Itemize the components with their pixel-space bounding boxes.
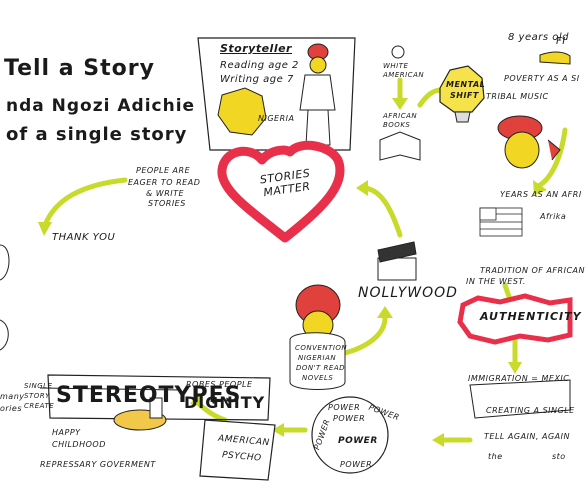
stereotypes-frame [47, 374, 271, 421]
storyteller-reading: Reading age 2 [220, 60, 299, 71]
convention-line-3: don't read [296, 364, 346, 372]
arrow-top-to-years [537, 127, 568, 188]
arrow-heart-to-thankyou [42, 177, 128, 228]
ories-text: ories [0, 404, 22, 413]
nigeria-map-icon [217, 87, 267, 136]
white-american-line-2: American [383, 71, 425, 79]
tell-again-line-3: sto [552, 452, 566, 461]
african-books-line-2: Books [383, 121, 411, 129]
many-text: many [0, 392, 25, 401]
heart-shape [217, 140, 345, 243]
power-word-6: Power [340, 460, 373, 469]
create-text: Create [24, 402, 55, 410]
psycho-book-icon [199, 419, 276, 481]
woman-face-icon [497, 115, 561, 169]
eager-line-2: eager to read [128, 178, 201, 187]
happy-text: Happy [52, 428, 81, 437]
eager-line-1: People are [136, 166, 191, 175]
right-top-object [539, 51, 571, 65]
repressary-text: Repressary goverment [40, 460, 156, 469]
authenticity-label: Authenticity [480, 310, 582, 323]
storyteller-figure-icon [299, 43, 336, 146]
creating-box [469, 379, 571, 419]
poverty-text: Poverty as a Si [504, 74, 580, 83]
convention-line-4: novels [302, 374, 334, 382]
storyteller-country: Nigeria [258, 114, 295, 123]
clapperboard-icon [377, 241, 417, 281]
fi-text: Fi [556, 36, 566, 47]
title-line-2: nda Ngozi Adichie [6, 96, 196, 116]
power-word-2: Power [333, 414, 366, 423]
power-word-5: Power [338, 436, 378, 446]
apple-icon [391, 45, 405, 59]
stereotypes-label: Stereotypes [56, 383, 242, 408]
tell-again-line-2: the [488, 452, 503, 461]
convention-line-1: Convention [295, 344, 348, 352]
left-figure-partial [0, 244, 10, 281]
eager-line-3: & write [146, 189, 185, 198]
tribal-text: Tribal music [486, 92, 549, 101]
arrow-nollywood-to-heart [362, 185, 403, 238]
jar-icon [149, 397, 163, 419]
creating-text: Creating a single [486, 406, 575, 415]
title-line-1: Tell a Story [4, 56, 155, 81]
doodle-canvas [0, 37, 573, 481]
years-as-an-text: Years as an Afri [500, 190, 582, 199]
mental-shift-bulb [439, 65, 485, 113]
convention-figure-icon [295, 284, 341, 340]
thank-you-text: Thank you [52, 232, 116, 243]
convention-line-2: Nigerian [298, 354, 337, 362]
nollywood-label: Nollywood [358, 285, 458, 301]
tell-again-line-1: Tell Again, Again [484, 432, 570, 441]
african-books-line-1: African [383, 112, 418, 120]
childhood-text: childhood [52, 440, 106, 449]
eight-years-text: 8 years old [508, 32, 569, 43]
tradition-line-2: in the west. [466, 277, 526, 286]
title-line-3: of a single story [6, 124, 188, 145]
story-text: Story [24, 392, 50, 400]
mental-shift-line-1: Mental [446, 80, 486, 89]
authenticity-burst [457, 293, 573, 345]
mental-shift-line-2: Shift [450, 91, 479, 100]
dignity-label: Dignity [184, 393, 266, 412]
convention-bubble [289, 332, 346, 390]
robs-people-text: Robes people [186, 380, 253, 389]
tradition-line-1: Tradition of African [480, 266, 585, 275]
storyteller-writing: Writing age 7 [220, 74, 294, 85]
afrika-text: Afrika [540, 212, 567, 221]
power-circle [311, 396, 389, 474]
open-book-icon [379, 131, 421, 161]
power-word-1: Power [328, 403, 361, 412]
white-american-line-1: White [383, 62, 409, 70]
immigration-text: Immigration = Mexic [468, 374, 570, 383]
american-flag-icon [479, 207, 523, 237]
eager-line-4: stories [148, 199, 186, 208]
storyteller-heading: Storyteller [220, 42, 292, 55]
single-text: Single [24, 382, 53, 390]
